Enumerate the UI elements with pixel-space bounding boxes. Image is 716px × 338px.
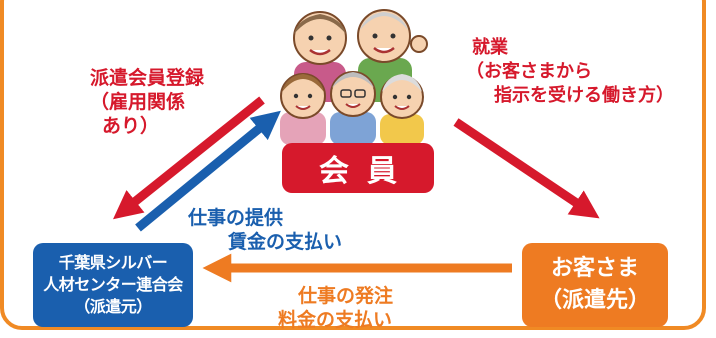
registration-line1: 派遣会員登録 (90, 67, 205, 89)
diagram-frame (0, 0, 706, 330)
center-label-line1: 千葉県シルバー (58, 253, 168, 272)
registration-arrow (113, 96, 265, 220)
center-label-line3: （派遣元） (74, 297, 152, 316)
center-box: 千葉県シルバー 人材センター連合会 （派遣元） (33, 243, 193, 327)
registration-line2: （雇用関係 (90, 91, 186, 113)
employment-label: 就業 （お客さまから 指示を受ける働き方） (466, 36, 674, 108)
provision-line2: 賃金の支払い (228, 231, 343, 253)
registration-label: 派遣会員登録 （雇用関係 あり） (90, 66, 204, 138)
provision-label: 仕事の提供 賃金の支払い (188, 206, 342, 254)
member-box: 会員 (282, 143, 434, 193)
group-of-elderly-people-icon (280, 9, 428, 145)
employment-line3: 指示を受ける働き方） (494, 85, 674, 106)
center-label-line2: 人材センター連合会 (43, 275, 183, 294)
registration-line3: あり） (102, 115, 160, 137)
employment-arrow (453, 118, 600, 219)
order-line2: 料金の支払い (278, 309, 393, 331)
order-label: 仕事の発注 料金の支払い (278, 284, 393, 332)
employment-line2: （お客さまから (466, 61, 592, 82)
provision-arrow (135, 110, 281, 232)
employment-line1: 就業 (472, 37, 508, 58)
member-label: 会員 (319, 154, 415, 189)
client-box: お客さま （派遣先） (522, 243, 668, 327)
order-line1: 仕事の発注 (298, 285, 394, 307)
provision-line1: 仕事の提供 (188, 207, 284, 229)
client-label-line2: （派遣先） (539, 288, 650, 313)
client-label-line1: お客さま (550, 256, 639, 281)
